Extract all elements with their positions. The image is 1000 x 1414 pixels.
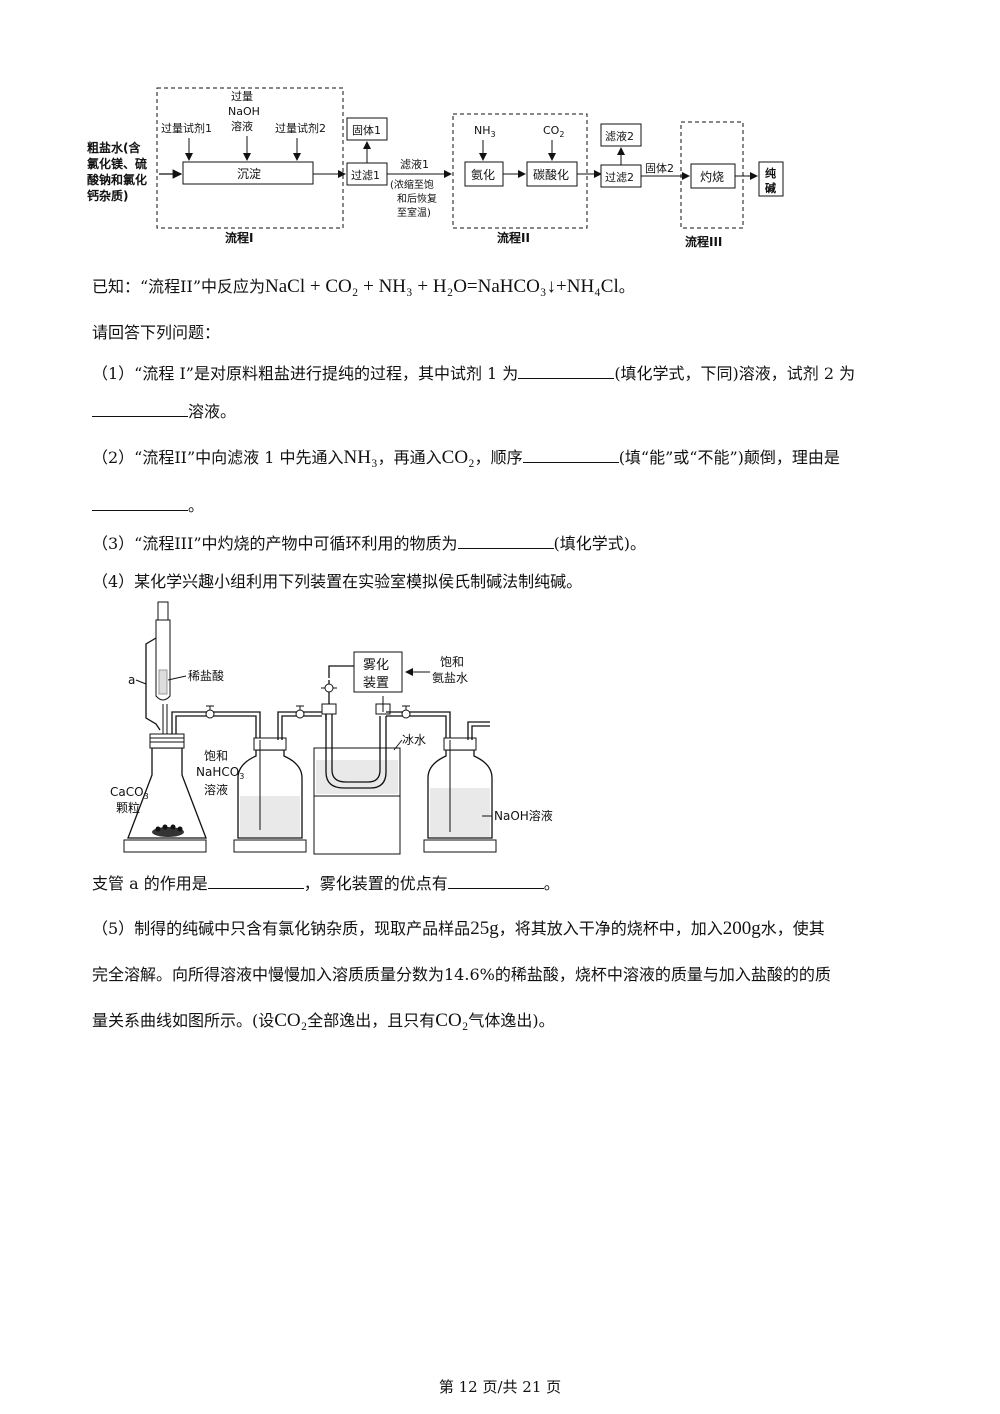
answer-blank[interactable] <box>457 532 554 549</box>
acid-label: 稀盐酸 <box>188 668 224 683</box>
brine-label: 氨盐水 <box>432 671 468 685</box>
filtrate1-note: 至室温) <box>397 206 431 219</box>
process-i-group <box>156 87 344 229</box>
answer-blank[interactable] <box>92 400 188 417</box>
filtrate2-label: 滤液2 <box>605 129 634 143</box>
question-4-intro: （4）某化学兴趣小组利用下列装置在实验室模拟侯氏制碱法制纯碱。 <box>92 572 583 591</box>
raw-material-label: 酸钠和氯化 <box>87 172 147 187</box>
calcination-label: 灼烧 <box>700 169 724 184</box>
filtrate2-box <box>600 123 642 147</box>
question-2-line-2: 。 <box>92 494 204 517</box>
soda-ash-label: 纯 <box>765 166 776 180</box>
caco3-granules <box>152 824 184 837</box>
ice-bath-stand <box>313 795 401 855</box>
answer-blank[interactable] <box>518 362 615 379</box>
carbonation-label: 碳酸化 <box>533 167 569 182</box>
answer-blank[interactable] <box>447 872 544 889</box>
atomizer-label: 雾化 <box>363 658 389 673</box>
raw-material-label: 氯化镁、硫 <box>87 156 147 171</box>
ammoniation-box <box>464 161 504 187</box>
filtrate1-note: (浓缩至饱 <box>390 178 434 191</box>
filtrate1-label: 滤液1 <box>400 157 429 171</box>
dropping-funnel <box>155 601 171 734</box>
wash-bottle-2-stand <box>423 839 497 853</box>
ice-water-label: 冰水 <box>402 733 426 747</box>
sat-label: 饱和 <box>204 748 228 763</box>
solid2-label: 固体2 <box>645 161 674 175</box>
filter2-label: 过滤2 <box>605 171 634 184</box>
clamp-3 <box>321 683 337 693</box>
question-5-line-2: 完全溶解。向所得溶液中慢慢加入溶质质量分数为14.6%的稀盐酸，烧杯中溶液的质量… <box>92 965 831 984</box>
naoh-solution-label: NaOH溶液 <box>494 808 553 823</box>
co2-label: CO2 <box>543 124 564 139</box>
raw-material-label: 钙杂质) <box>87 188 129 203</box>
intro-text: 请回答下列问题： <box>92 323 221 342</box>
caco3-label: CaCO3 <box>110 785 149 801</box>
flask-stand <box>123 839 207 853</box>
naoh-label: 过量 <box>231 90 253 103</box>
soda-ash-box <box>758 161 784 197</box>
process-i-label: 流程I <box>225 230 253 245</box>
question-1-line-2: 溶液。 <box>92 400 236 423</box>
side-arm-label: a <box>128 673 135 687</box>
process-iii-group <box>680 121 744 229</box>
nh3-label: NH3 <box>474 124 496 139</box>
u-tube <box>325 712 387 789</box>
process-ii-group <box>452 113 588 229</box>
solid1-label: 固体1 <box>352 123 381 137</box>
process-ii-label: 流程II <box>497 230 530 245</box>
solution-label: 溶液 <box>204 782 228 797</box>
soda-ash-label: 碱 <box>765 181 776 195</box>
filtrate1-note: 和后恢复 <box>397 192 437 205</box>
clamp-2 <box>295 705 305 719</box>
question-2-line-1: （2）“流程II”中向滤液 1 中先通入NH₃，再通入CO₂，顺序(填“能”或“… <box>92 446 840 468</box>
question-3: （3）“流程III”中灼烧的产物中可循环利用的物质为(填化学式)。 <box>92 532 647 553</box>
clamp-1 <box>205 705 215 719</box>
apparatus-diagram: a 稀盐酸 CaCO3 颗粒 饱和 NaHCO3 溶液 冰水 雾化 装置 饱和 … <box>110 601 553 855</box>
brine-label: 饱和 <box>440 654 464 669</box>
question-4-line: 支管 a 的作用是，雾化装置的优点有。 <box>92 872 560 893</box>
wash-bottle-1-stand <box>233 839 307 853</box>
reagent1-label: 过量试剂1 <box>161 121 212 135</box>
precipitate-label: 沉淀 <box>237 167 261 181</box>
known-reaction: 已知：“流程II”中反应为NaCl + CO₂ + NH₃ + H₂O=NaHC… <box>92 276 635 297</box>
page-footer: 第 12 页/共 21 页 <box>438 1378 562 1396</box>
question-1-line-1: （1）“流程 I”是对原料粗盐进行提纯的过程，其中试剂 1 为(填化学式，下同)… <box>92 362 856 383</box>
filter1-label: 过滤1 <box>351 169 380 182</box>
precipitate-box <box>182 161 314 185</box>
clamp-4 <box>401 705 411 719</box>
process-flow-diagram: 粗盐水(含 氯化镁、硫 酸钠和氯化 钙杂质) 过量试剂1 过量 NaOH 溶液 … <box>87 87 784 249</box>
naoh-label: 溶液 <box>231 119 253 133</box>
atomizer-label: 装置 <box>363 676 389 691</box>
raw-material-label: 粗盐水(含 <box>87 140 141 155</box>
granule-label: 颗粒 <box>116 800 140 815</box>
solid1-box <box>346 117 388 141</box>
atomizer-box <box>353 651 403 693</box>
answer-blank[interactable] <box>522 446 619 463</box>
calcination-box <box>690 163 736 189</box>
question-5-line-3: 量关系曲线如图所示。(设CO₂全部逸出，且只有CO₂气体逸出)。 <box>92 1010 555 1031</box>
answer-blank[interactable] <box>207 872 304 889</box>
ammoniation-label: 氨化 <box>471 168 495 182</box>
question-5-line-1: （5）制得的纯碱中只含有氯化钠杂质，现取产品样品25g，将其放入干净的烧杯中，加… <box>92 918 825 939</box>
nahco3-label: NaHCO3 <box>196 765 244 781</box>
naoh-label: NaOH <box>228 105 260 118</box>
process-iii-label: 流程III <box>685 234 722 249</box>
answer-blank[interactable] <box>92 494 188 511</box>
reagent2-label: 过量试剂2 <box>275 121 326 135</box>
